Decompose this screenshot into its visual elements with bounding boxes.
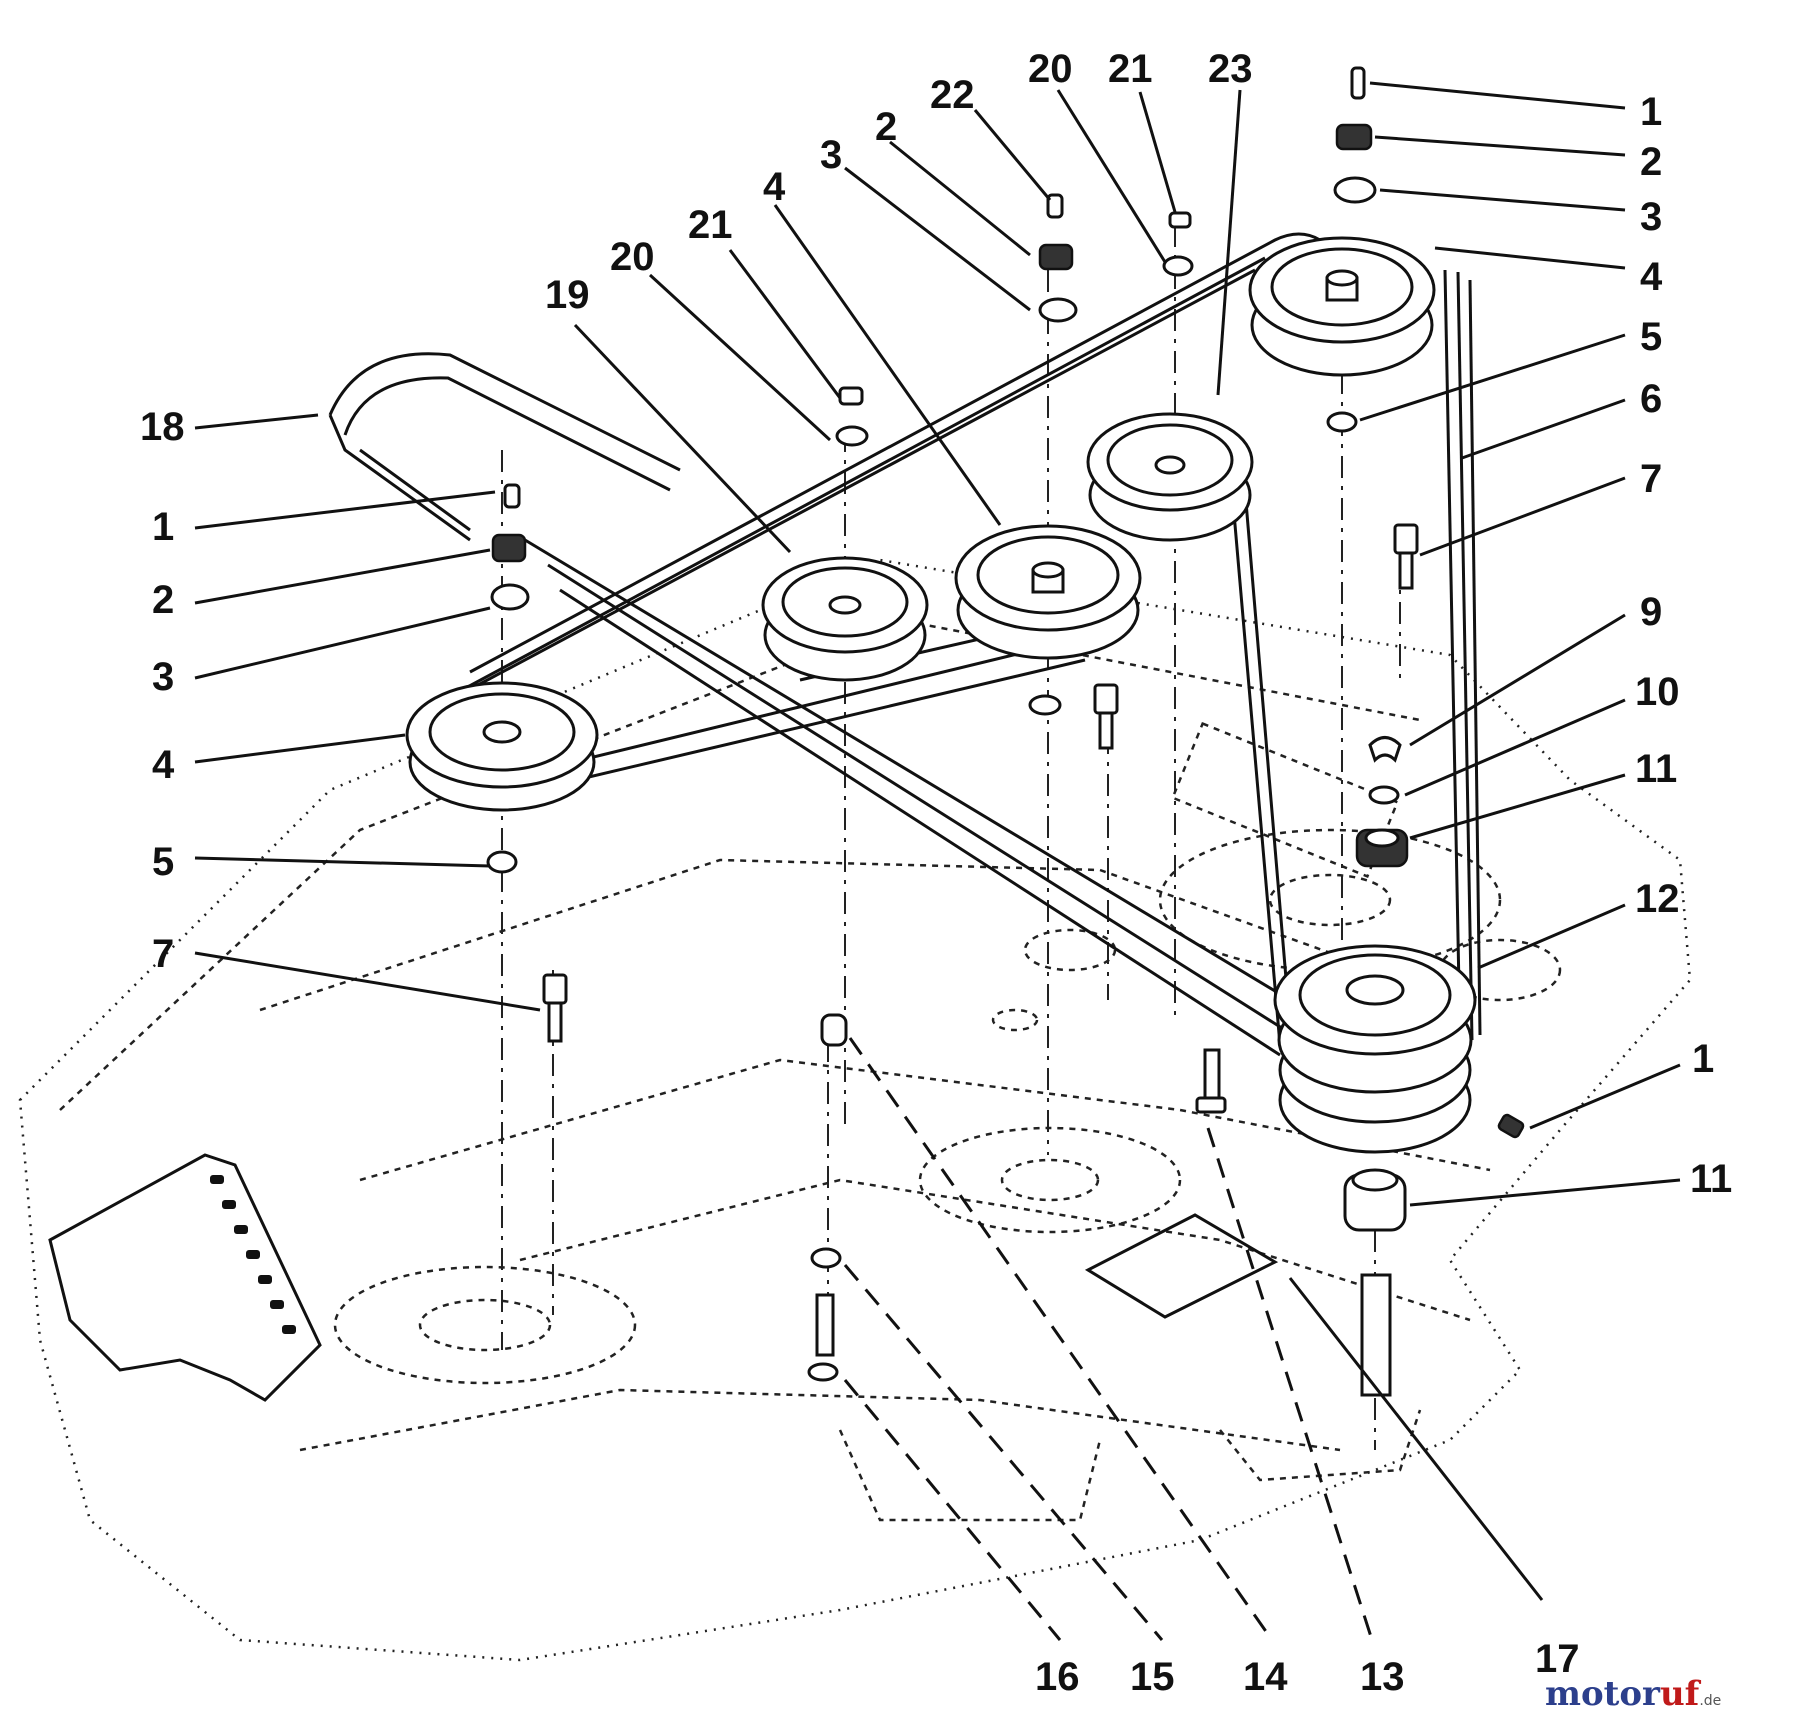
callout-19: 19: [545, 273, 590, 317]
pulley-idler-19: [761, 556, 929, 682]
callout-6: 6: [1640, 377, 1662, 421]
watermark-suffix: .de: [1699, 1693, 1721, 1709]
spare-belt-loop: [328, 352, 681, 542]
callout-13: 13: [1360, 1655, 1405, 1699]
callout-2-center: 2: [875, 105, 897, 149]
watermark-brand-part1: motor: [1545, 1674, 1661, 1714]
callout-7-left: 7: [152, 932, 174, 976]
callout-18: 18: [140, 405, 185, 449]
pulley-left: [405, 681, 599, 812]
callout-1-left: 1: [152, 505, 174, 549]
callout-9: 9: [1640, 590, 1662, 634]
drive-belt-upright: [1230, 269, 1482, 1051]
callout-4-top-right: 4: [1640, 255, 1663, 299]
callout-14: 14: [1243, 1655, 1288, 1699]
callout-1-lower-right: 1: [1692, 1037, 1714, 1081]
callout-22: 22: [930, 73, 975, 117]
callout-20-left: 20: [610, 235, 655, 279]
svg-text:motoruf.de: motoruf.de: [1545, 1674, 1721, 1714]
callout-15: 15: [1130, 1655, 1175, 1699]
callout-3-top-right: 3: [1640, 195, 1662, 239]
callout-labels: 1 2 3 4 5 6 7 9 10 11 12 1 11 17 13 14 1…: [140, 47, 1732, 1699]
callout-1-top-right: 1: [1640, 90, 1662, 134]
hardware-fittings: [486, 66, 1525, 1397]
callout-2-left: 2: [152, 578, 174, 622]
callout-11-lower: 11: [1690, 1157, 1732, 1201]
callout-2-top-right: 2: [1640, 140, 1662, 184]
callout-10: 10: [1635, 670, 1680, 714]
callout-leader-lines: [194, 81, 1681, 1641]
callout-3-center: 3: [820, 133, 842, 177]
pulley-spindle-double: [1273, 944, 1477, 1154]
callout-17: 17: [1535, 1637, 1580, 1681]
mower-deck-housing: [18, 558, 1692, 1662]
pulley-center: [954, 524, 1142, 660]
watermark-brand-part2: uf: [1660, 1674, 1702, 1714]
callout-3-left: 3: [152, 655, 174, 699]
discharge-chute: [48, 1153, 322, 1402]
pulley-top-right: [1248, 236, 1436, 377]
callout-23: 23: [1208, 47, 1253, 91]
callout-4-center: 4: [763, 165, 786, 209]
callout-5-right: 5: [1640, 315, 1662, 359]
drive-belt-diagonal: [524, 538, 1291, 1057]
pulley-idler-23: [1086, 412, 1254, 542]
callout-5-left: 5: [152, 840, 174, 884]
drive-belt-long: [449, 232, 1321, 702]
callout-16: 16: [1035, 1655, 1080, 1699]
watermark-logo: motoruf.de: [1545, 1674, 1721, 1714]
decal-plate: [1084, 1213, 1279, 1319]
callout-20-right: 20: [1028, 47, 1073, 91]
callout-21-right: 21: [1108, 47, 1153, 91]
callout-12: 12: [1635, 877, 1680, 921]
callout-4-left: 4: [152, 743, 175, 787]
callout-11-upper: 11: [1635, 747, 1677, 791]
callout-21-left: 21: [688, 203, 733, 247]
callout-7-right: 7: [1640, 457, 1662, 501]
